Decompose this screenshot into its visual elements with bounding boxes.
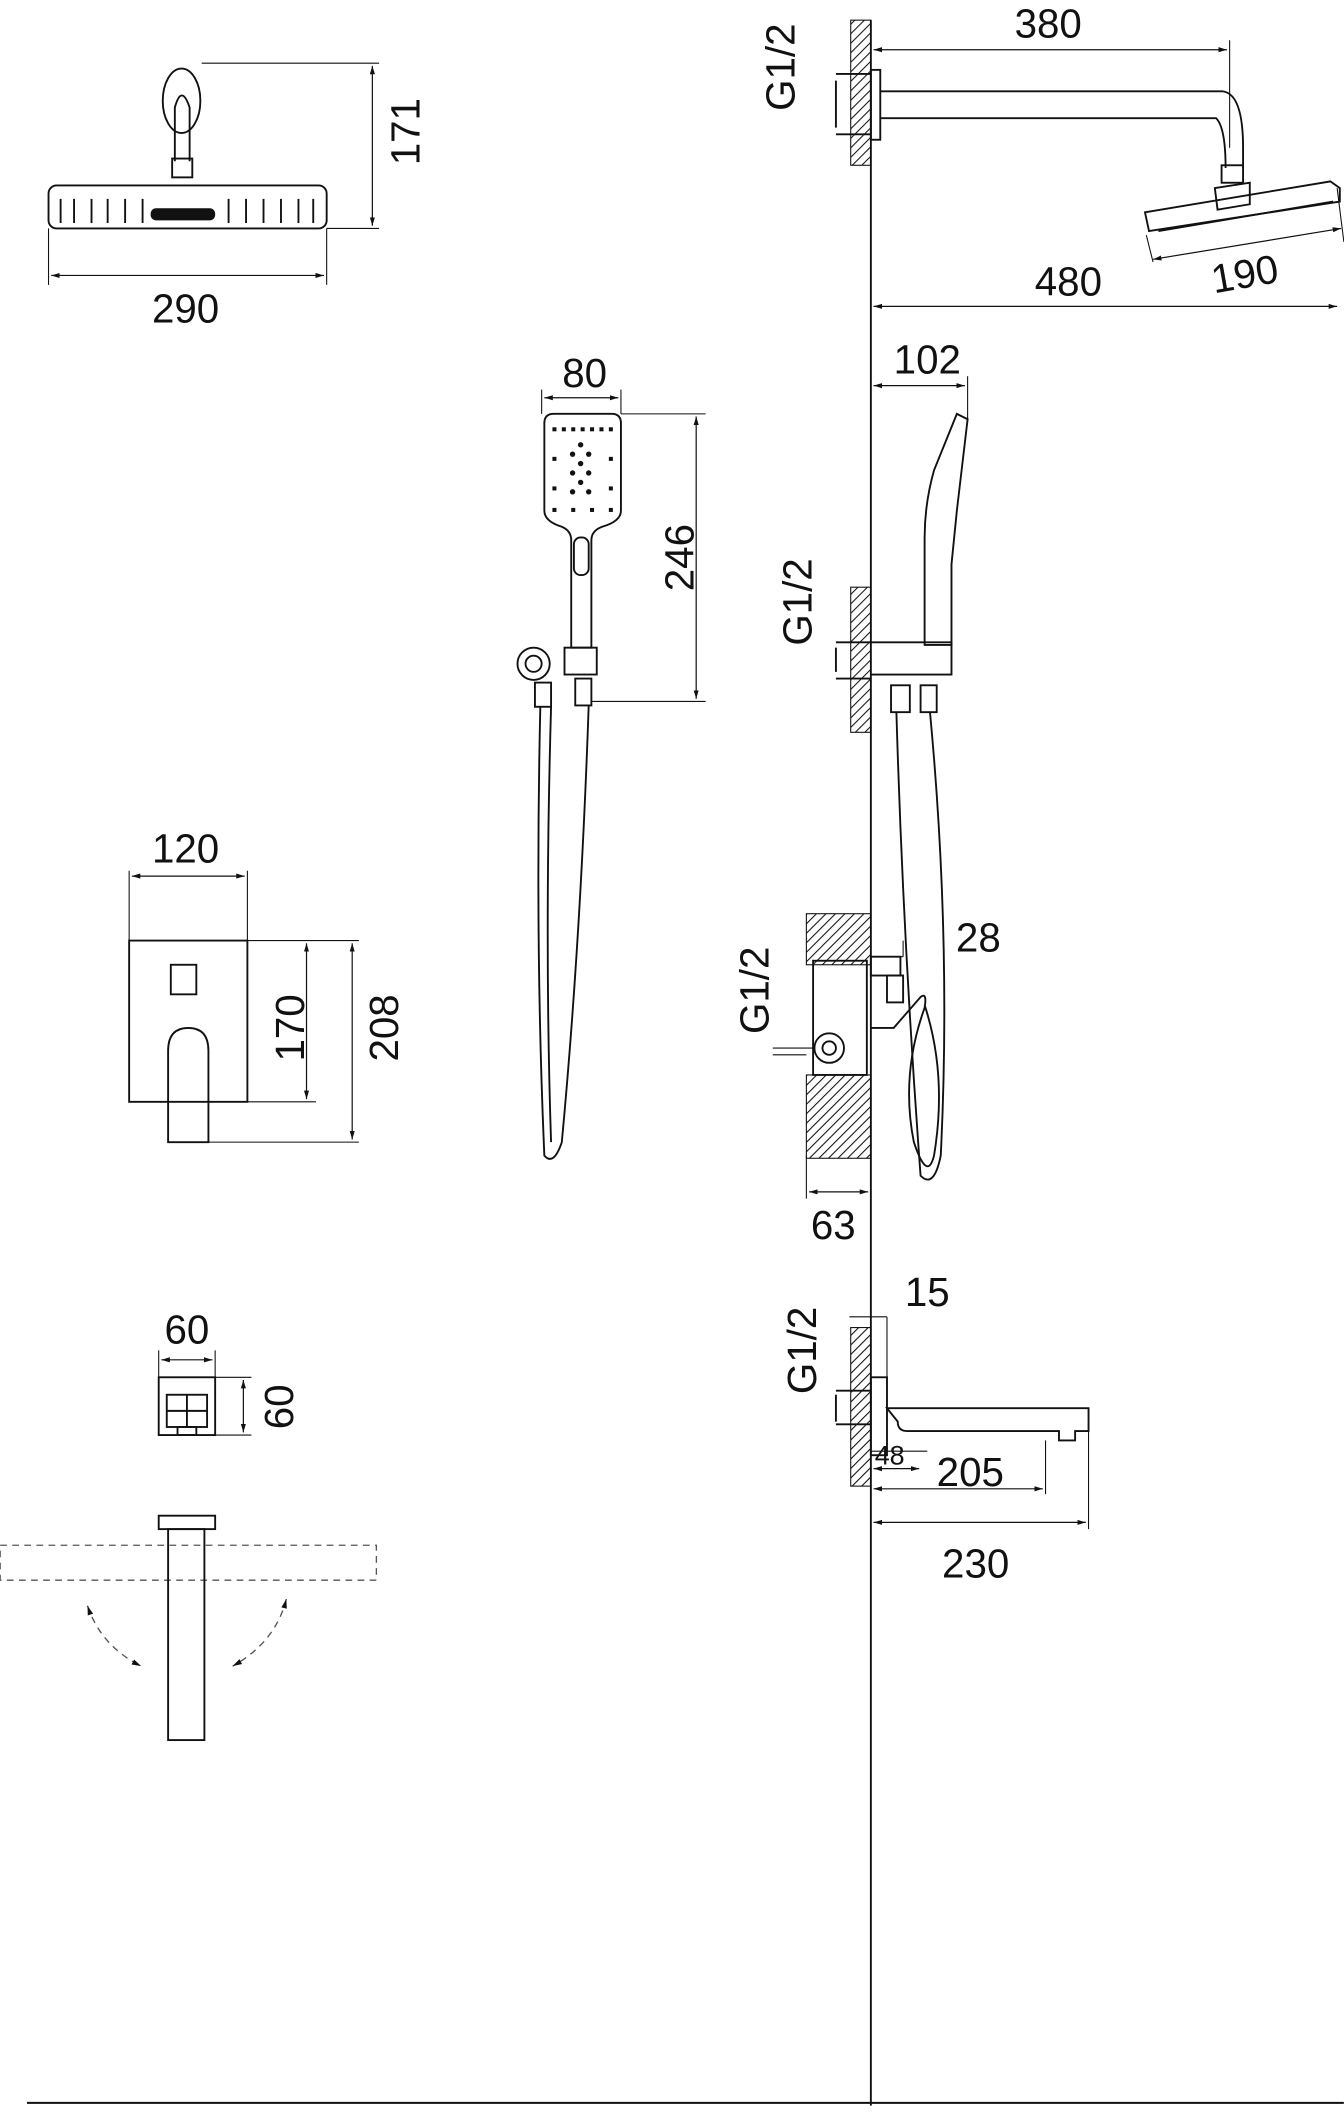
dim-120: 120 (152, 827, 219, 872)
mixer-side (772, 913, 940, 1199)
dim-480: 480 (1035, 260, 1102, 305)
dim-171: 171 (383, 98, 428, 165)
dim-208: 208 (362, 994, 407, 1061)
wall-hatch (850, 19, 872, 166)
dim-80: 80 (562, 351, 607, 396)
dim-246: 246 (657, 524, 702, 591)
dim-63: 63 (811, 1203, 856, 1248)
thread-g12-spout: G1/2 (780, 1307, 825, 1394)
wall-hatch (850, 1327, 872, 1487)
dim-60-height: 60 (257, 1384, 302, 1429)
dim-28: 28 (956, 915, 1001, 960)
hand-shower-front (516, 389, 706, 1160)
spout-side (834, 1316, 1090, 1530)
thread-g12-mixer: G1/2 (733, 947, 778, 1034)
wall-outlet-front (157, 1350, 252, 1437)
thread-g12-hand: G1/2 (776, 558, 821, 645)
spout-swivel-view (0, 1514, 378, 1742)
dim-60-width: 60 (165, 1308, 210, 1353)
dim-205: 205 (937, 1450, 1004, 1495)
overhead-shower-front (47, 62, 380, 285)
dim-15: 15 (905, 1270, 950, 1315)
thread-g12-arm: G1/2 (758, 23, 803, 110)
dim-170: 170 (268, 994, 313, 1061)
dim-230: 230 (942, 1541, 1009, 1586)
dim-48: 48 (875, 1441, 905, 1471)
dim-290: 290 (152, 286, 219, 331)
dim-190: 190 (1208, 246, 1282, 302)
wall-hatch (850, 586, 872, 733)
dim-102: 102 (894, 338, 961, 383)
shower-arm-side (834, 40, 1344, 309)
hand-shower-side (834, 376, 969, 1181)
mixer-front (128, 870, 359, 1144)
dim-380: 380 (1015, 2, 1082, 47)
